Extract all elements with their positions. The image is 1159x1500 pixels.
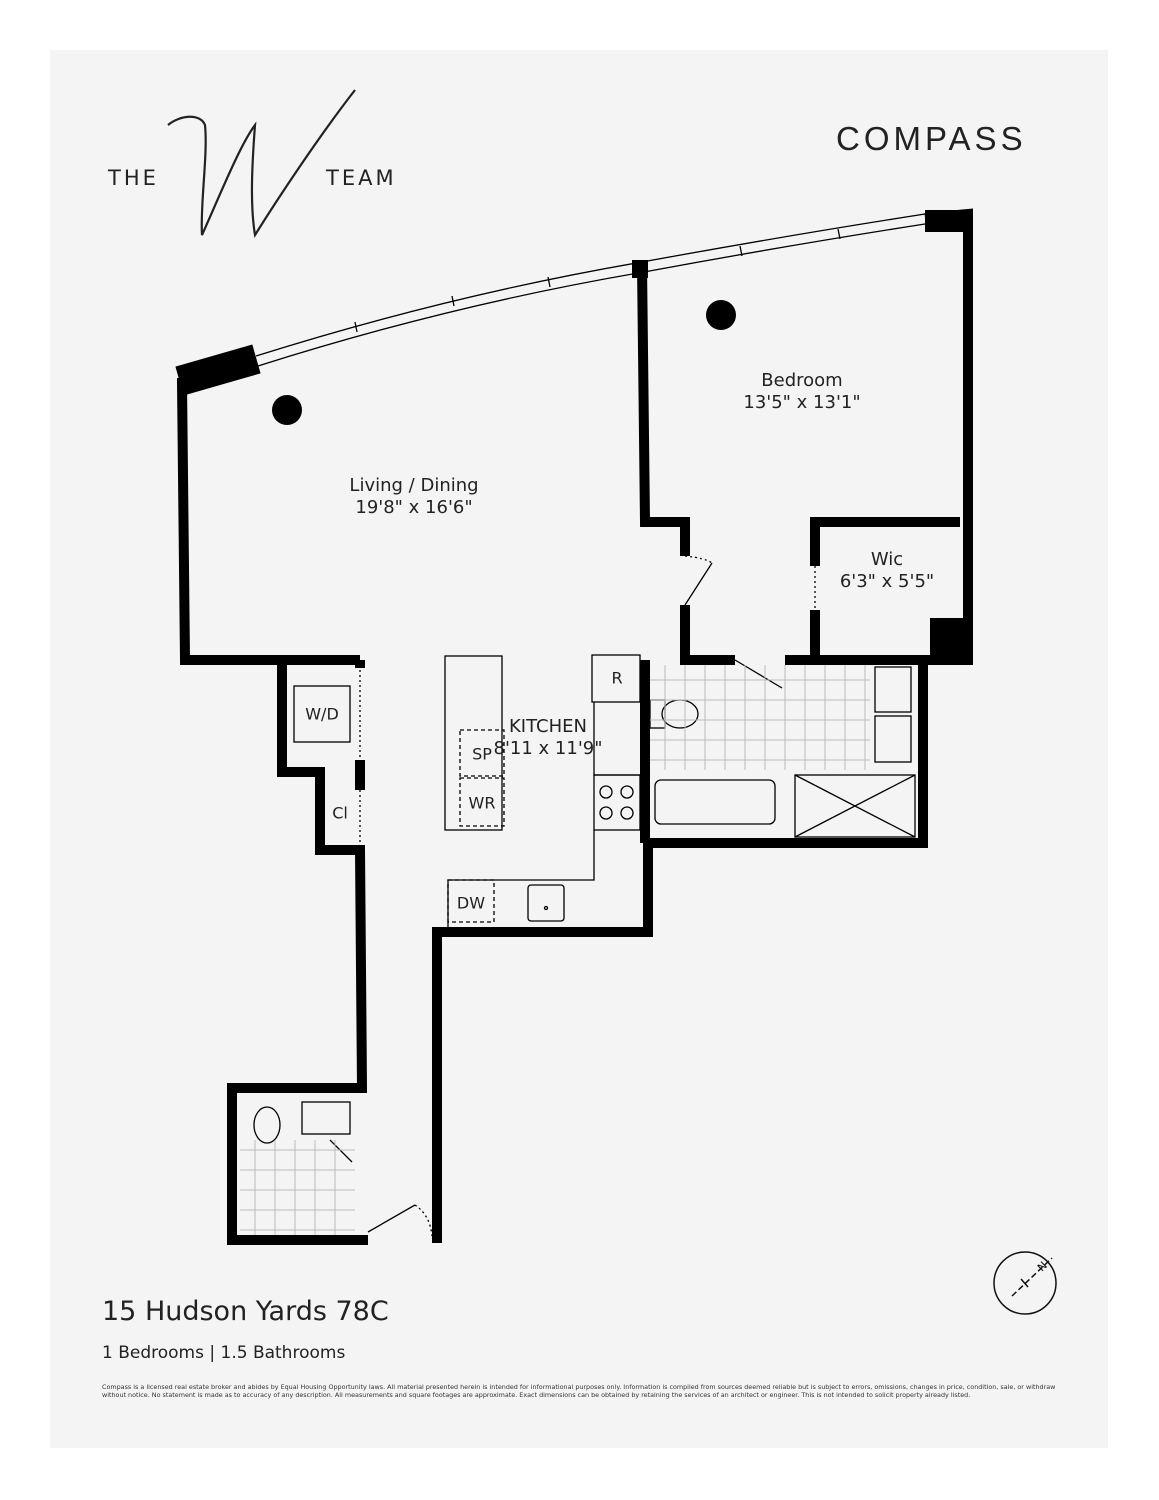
bathtub — [654, 779, 776, 825]
disclaimer: Compass is a licensed real estate broker… — [102, 1383, 1056, 1399]
wall-corner — [925, 210, 973, 232]
stove — [593, 774, 641, 831]
label-refrigerator: R — [611, 668, 623, 688]
powder-toilet — [253, 1106, 281, 1144]
label-closet: Cl — [332, 803, 348, 823]
wall-corner — [930, 618, 972, 662]
powder-sink — [301, 1101, 351, 1135]
window-curtain-wall — [255, 213, 926, 367]
wall-corner — [175, 344, 261, 396]
vanity-sink — [874, 666, 912, 713]
column-icon — [272, 395, 302, 425]
logo-text-team: TEAM — [326, 166, 397, 190]
logo-script-w — [167, 89, 356, 239]
logo-text-the: THE — [108, 166, 159, 190]
north-compass-icon — [993, 1251, 1057, 1315]
shower — [794, 774, 916, 838]
kitchen-island — [444, 655, 503, 831]
compass-logo: COMPASS — [836, 120, 1027, 157]
toilet — [661, 699, 699, 729]
label-pantry: SP — [472, 744, 492, 764]
toilet-tank — [649, 699, 666, 729]
label-dishwasher: DW — [456, 893, 486, 913]
refrigerator — [591, 654, 641, 703]
listing-address: 15 Hudson Yards 78C — [102, 1296, 389, 1327]
label-wd: W/D — [305, 704, 339, 724]
washer-dryer — [293, 685, 351, 743]
label-wine: WR — [468, 793, 496, 813]
floorplan-sheet — [50, 50, 1108, 1448]
vanity-sink — [874, 715, 912, 763]
tile-floor — [240, 665, 870, 1235]
dishwasher — [447, 879, 495, 923]
listing-summary: 1 Bedrooms | 1.5 Bathrooms — [102, 1343, 346, 1363]
column-icon — [706, 300, 736, 330]
fixtures — [253, 555, 916, 1237]
kitchen-sink — [527, 884, 565, 922]
